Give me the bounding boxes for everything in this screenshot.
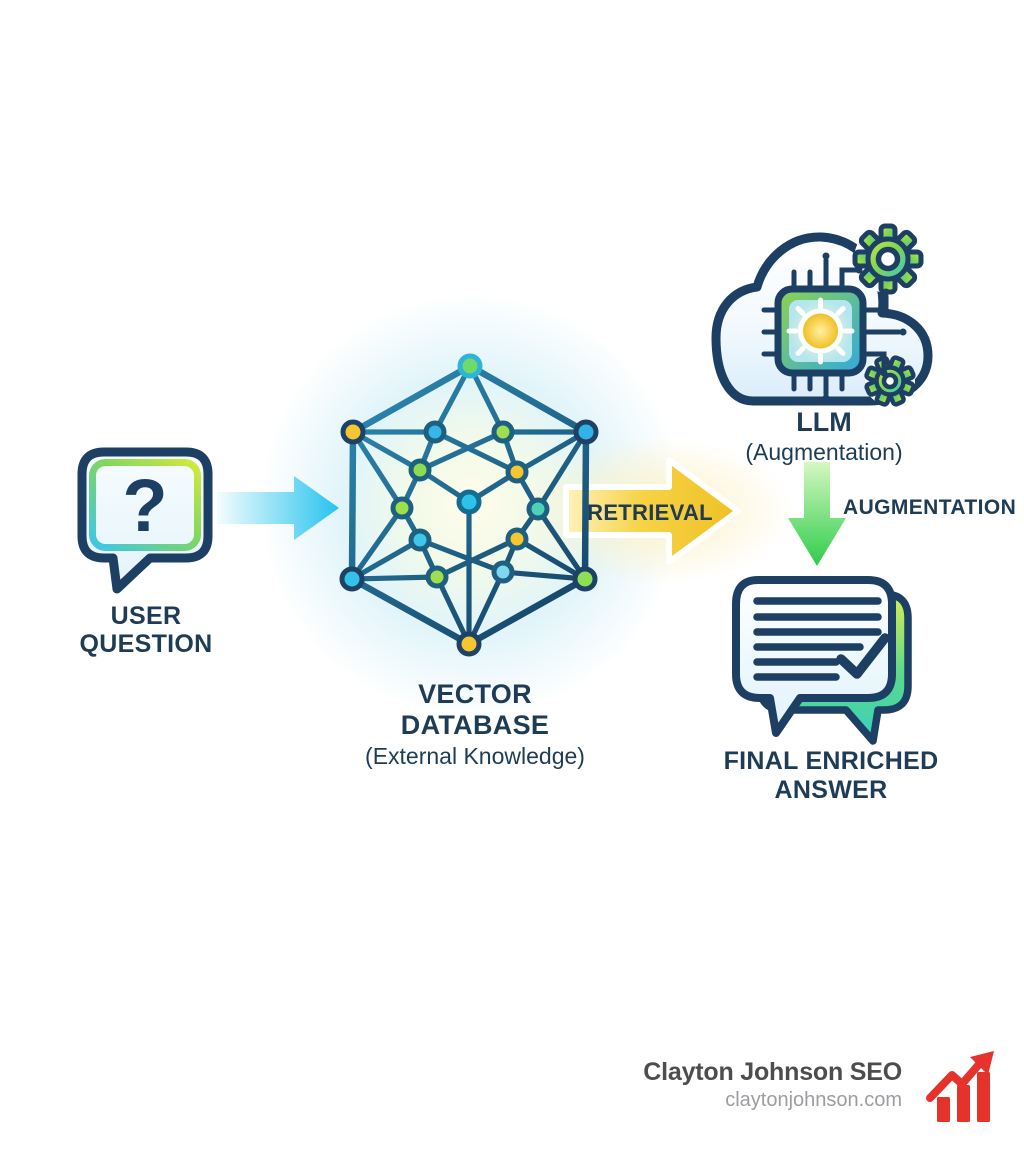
vector-database-subtitle: (External Knowledge) [365,743,585,769]
chat-bubbles-check-icon [732,576,912,745]
question-mark-glyph: ? [122,464,167,547]
network-node [491,560,515,584]
llm-title: LLM [796,407,852,437]
network-node [573,419,599,445]
vector-database-title: VECTOR DATABASE [400,679,550,740]
retrieval-arrow-label: RETRIEVAL [587,500,713,525]
network-node [408,458,432,482]
cloud-ai-chip-icon [711,223,933,407]
sun-icon [803,313,838,349]
network-node [339,566,365,592]
chip-trace-dots [822,252,907,402]
chip-icon [774,285,867,377]
network-center-node [456,489,482,515]
llm-label: LLM (Augmentation) [724,407,924,466]
network-node [408,528,432,552]
footer-branding: Clayton Johnson SEO claytonjohnson.com [643,1058,902,1112]
vector-network-icon [339,353,599,657]
network-nodes [339,353,599,657]
network-node [457,353,483,379]
network-node [456,631,482,657]
network-node [390,496,414,520]
growth-chart-icon [926,1051,994,1122]
network-node [491,420,515,444]
user-question-label: USER QUESTION [79,602,213,658]
right-arrow-icon [217,476,339,540]
footer-brand-name: Clayton Johnson SEO [643,1058,902,1086]
gear-icon-small [864,355,916,407]
network-node [526,497,550,521]
augmentation-arrow-label: AUGMENTATION [843,496,1017,519]
network-node [572,566,598,592]
network-node [340,419,366,445]
sun-rays [786,297,855,365]
checkmark-icon [836,633,890,679]
final-answer-label: FINAL ENRICHED ANSWER [723,747,939,804]
answer-text-lines [753,597,882,681]
footer-website: claytonjohnson.com [725,1089,902,1111]
vector-database-label: VECTOR DATABASE (External Knowledge) [345,679,605,770]
question-speech-bubble-icon: ? [77,447,213,594]
network-outer-edges [348,362,590,648]
network-node [425,565,449,589]
network-inner-edges [349,363,589,647]
network-node [505,460,529,484]
gear-icon-large [852,223,924,295]
down-arrow-icon [788,462,846,566]
llm-subtitle: (Augmentation) [745,439,903,465]
network-node [505,527,529,551]
network-node [423,420,447,444]
